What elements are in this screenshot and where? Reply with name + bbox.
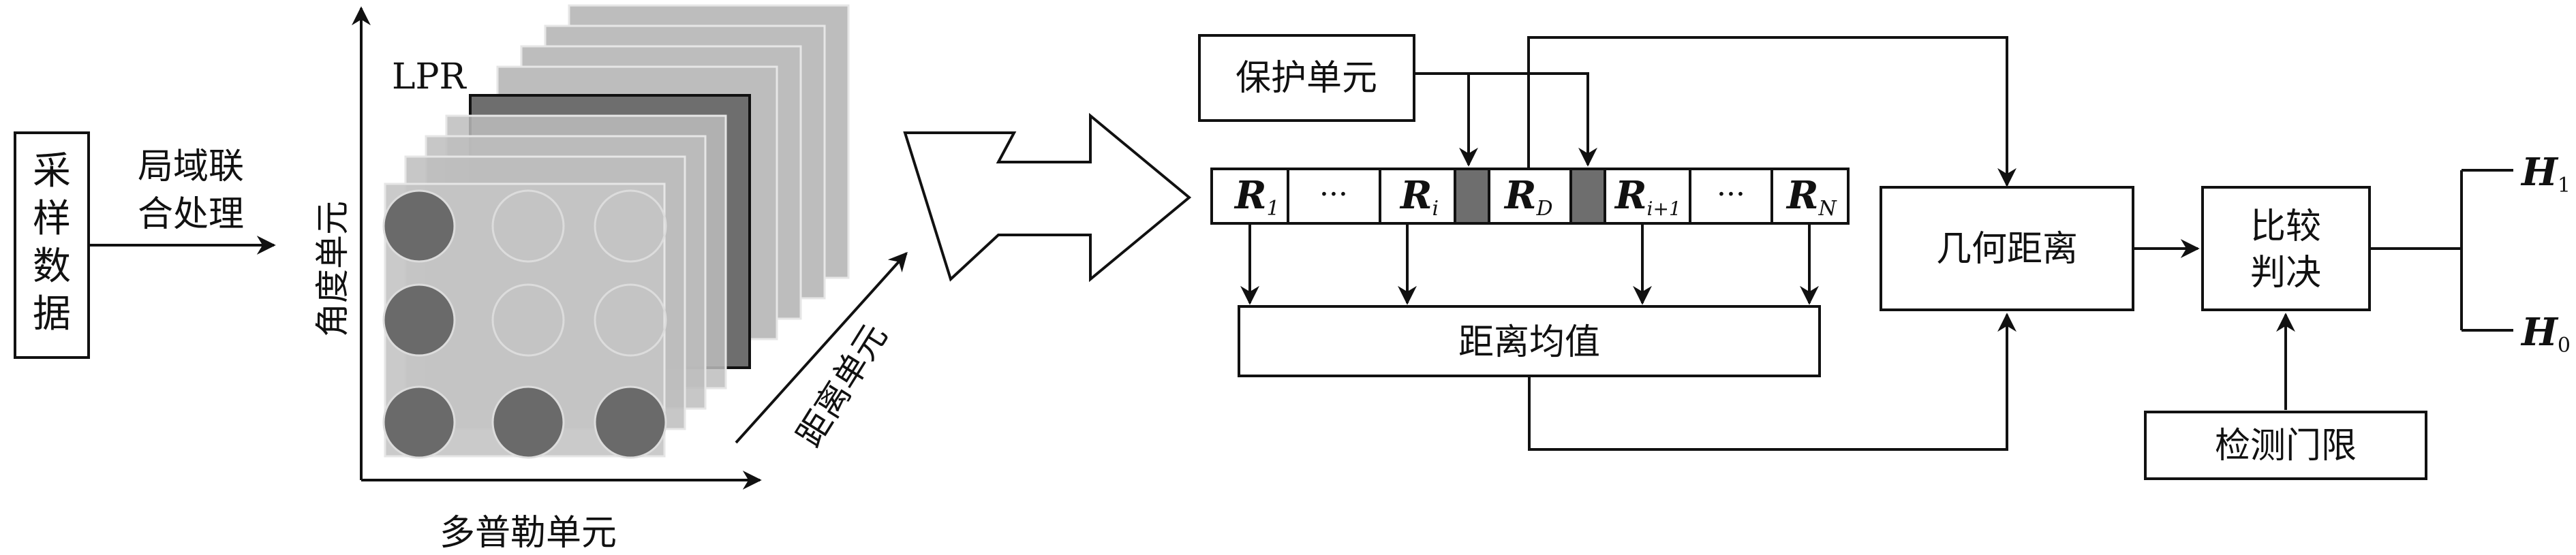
cell-ellipsis-1 [1287,168,1381,225]
data-cube: 角度单元 多普勒单元 距离单元 LPR [313,4,908,554]
sample-data-char-3: 数 [33,244,71,289]
cube-cell-circle [594,189,667,263]
cube-cell-circle [382,385,456,459]
detection-threshold-label: 检测门限 [2215,426,2357,466]
range-axis [735,251,908,444]
cell-ri1-label: Ri+1 [1614,173,1681,220]
sample-data-char-2: 样 [33,197,71,241]
guard-unit-label: 保护单元 [1236,58,1377,99]
cube-cell-circle [594,385,667,459]
cube-cell-circle [382,189,456,263]
hypothesis-h1: H1 [2520,150,2571,197]
cube-cell-circle [382,283,456,357]
mean-to-geometric-distance [1528,313,2017,451]
range-unit-label: 距离单元 [789,317,895,454]
cell-ri1 [1604,168,1691,225]
geometric-distance-label: 几何距离 [1936,229,2078,270]
sample-data-box: 采 样 数 据 [14,131,90,359]
local-joint-processing-line-1: 局域联 [138,146,244,187]
cube-cell-circle [491,189,565,263]
cube-cell-circle [594,283,667,357]
local-joint-processing-line-2: 合处理 [138,194,244,235]
angle-unit-label: 角度单元 [313,201,352,337]
guard-cell-left [1454,168,1490,225]
guard-to-cell-left [1414,72,1478,167]
compare-decide-line-2: 判决 [2250,253,2321,294]
cell-row: R1 ··· Ri RD Ri+1 ··· RN [1210,168,1850,225]
cell-rd-label: RD [1503,173,1553,221]
cube-cell-circle [491,283,565,357]
detection-threshold-box [2144,411,2427,480]
transition-arrow [903,112,1192,283]
rd-to-geometric-distance [1527,36,2017,187]
guard-to-cell-right [1469,72,1597,167]
sample-data-char-4: 据 [33,292,71,336]
doppler-unit-label: 多普勒单元 [440,513,617,554]
cell-rn-label: RN [1785,173,1838,221]
lpr-label: LPR [392,57,467,97]
guard-unit-box [1198,34,1415,122]
cube-cell-circle [491,385,565,459]
cell-ellipsis-2-label: ··· [1717,177,1745,212]
hypothesis-h0: H0 [2520,310,2571,358]
sample-data-char-1: 采 [33,149,71,193]
distance-mean-label: 距离均值 [1458,322,1600,363]
geometric-distance-box [1880,186,2134,311]
cell-r1-label: R1 [1233,173,1280,221]
cell-ellipsis-1-label: ··· [1319,177,1348,212]
cell-r1 [1210,168,1289,225]
guard-cell-right [1569,168,1606,225]
cell-ri-label: Ri [1399,173,1439,221]
cell-ellipsis-2 [1689,168,1773,225]
compare-decide-line-1: 比较 [2250,206,2321,247]
